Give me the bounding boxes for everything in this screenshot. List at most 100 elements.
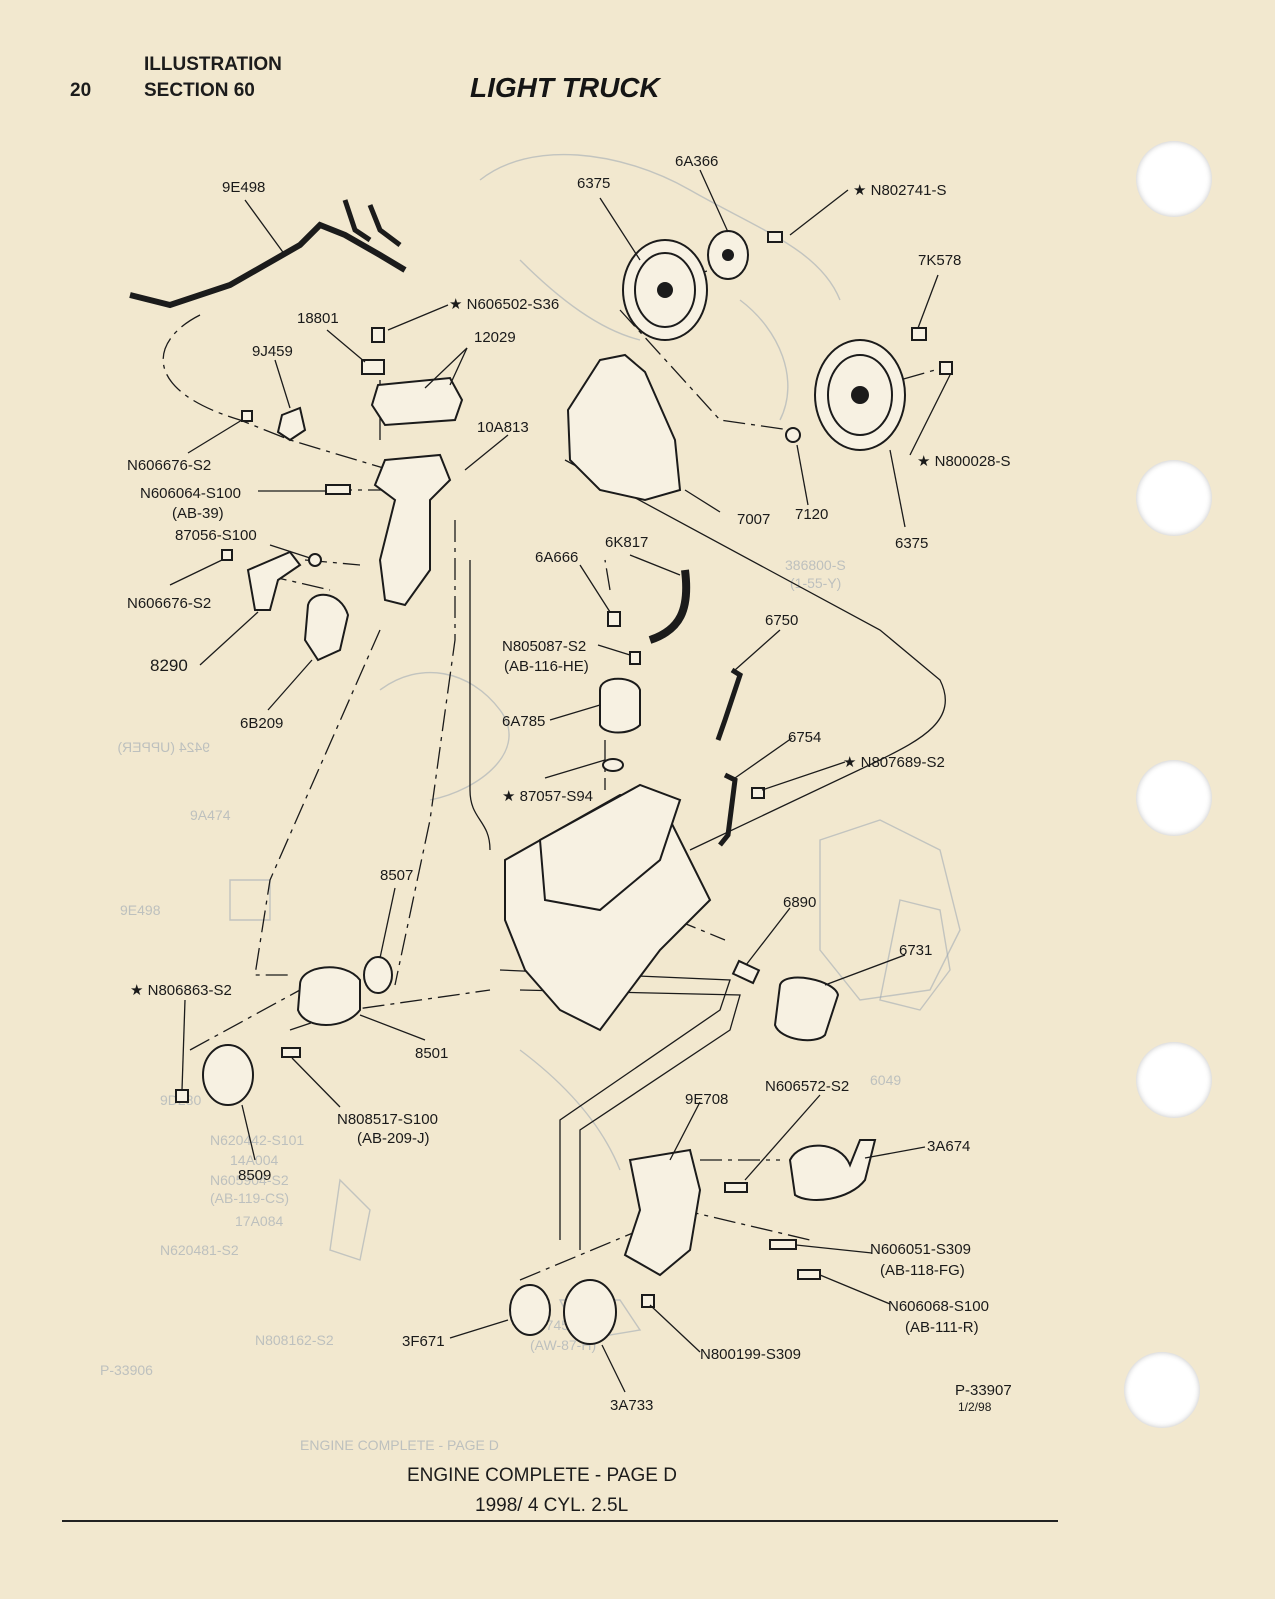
callout-N606064-sub: (AB-39) [172,505,224,522]
binder-hole [1136,760,1212,836]
dowel-7K578 [911,327,927,341]
svg-text:N620442-S101: N620442-S101 [210,1132,304,1148]
bolt-N807689 [751,787,765,799]
bolt-N606051 [769,1239,797,1250]
callout-N800028: ★ N800028-S [917,453,1011,470]
svg-text:P-33906: P-33906 [100,1362,153,1378]
callout-9J459: 9J459 [252,343,293,360]
section-label: SECTION 60 [144,80,255,101]
footer-rule [62,1520,1058,1522]
bolt-N806863 [175,1089,189,1103]
callout-6890: 6890 [783,894,816,911]
svg-text:ENGINE COMPLETE - PAGE D: ENGINE COMPLETE - PAGE D [300,1437,499,1453]
callout-6K817: 6K817 [605,534,648,551]
tube-6754 [718,772,738,847]
bolt-N800199 [641,1294,655,1308]
callout-N805087: N805087-S2 [502,638,586,655]
assembly-lines [162,259,946,1281]
bolt-N808517 [281,1047,301,1058]
svg-text:9424 (UPPER): 9424 (UPPER) [117,739,210,755]
callout-6A366: 6A366 [675,153,718,170]
fitting-6A666 [607,611,621,627]
cylinder-head [538,783,682,912]
bolt-N606676-lower [221,549,233,561]
callout-N807689: ★ N807689-S2 [843,754,945,771]
hose-6K817 [648,569,691,644]
binder-hole [1124,1352,1200,1428]
bracket-9E708 [623,1148,702,1277]
svg-text:N808162-S2: N808162-S2 [255,1332,334,1348]
svg-text:9E498: 9E498 [120,902,161,918]
bolt-N802741 [767,231,783,243]
binder-hole [1136,1042,1212,1118]
bolt-N606676-upper [241,410,253,422]
callout-N606051-sub: (AB-118-FG) [880,1262,965,1279]
plate-6A366 [707,230,749,280]
callout-10A813: 10A813 [477,419,529,436]
harness-9E498 [129,199,407,309]
bolt-N606572 [724,1182,748,1193]
callout-6754: 6754 [788,729,821,746]
callout-N808517: N808517-S100 [337,1111,438,1128]
callout-N606068: N606068-S100 [888,1298,989,1315]
leader-lines [169,169,951,1393]
pulley-8509 [202,1044,254,1106]
callout-3A733: 3A733 [610,1397,653,1414]
svg-text:14A004: 14A004 [230,1152,278,1168]
callout-7K578: 7K578 [918,252,961,269]
gasket-8507 [363,956,393,994]
seal-87057 [602,758,624,772]
callout-7120: 7120 [795,506,828,523]
page-title: LIGHT TRUCK [470,72,660,103]
tube-6750 [715,667,743,741]
bolt-N606068 [797,1269,821,1280]
callout-12029: 12029 [474,329,516,346]
svg-text:(1-55-Y): (1-55-Y) [790,575,841,591]
seal-87056 [308,553,322,567]
svg-text:17A084: 17A084 [235,1213,283,1229]
callout-6375-top: 6375 [577,175,610,192]
relay-block-12029 [370,376,464,427]
svg-text:386800-S: 386800-S [785,557,846,573]
idler-3F671 [509,1284,551,1336]
callout-3A674: 3A674 [927,1138,970,1155]
svg-text:6049: 6049 [870,1072,901,1088]
flywheel-6375-lower [814,339,906,451]
callout-6A785: 6A785 [502,713,545,730]
cover-6B209 [303,593,350,662]
callout-9E498: 9E498 [222,179,265,196]
callout-N606502: ★ N606502-S36 [449,296,559,313]
callout-8290: 8290 [150,656,188,675]
page-number: 20 [70,80,92,101]
pump-8501 [296,966,361,1026]
callout-8501: 8501 [415,1045,448,1062]
callout-8507: 8507 [380,867,413,884]
sensor-9J459 [276,406,307,442]
callout-6A666: 6A666 [535,549,578,566]
bracket-10A813 [373,453,452,607]
svg-text:9A474: 9A474 [190,807,231,823]
callout-labels: 9E498 6A366 6375 ★ N802741-S 7K578 ★ N60… [127,153,1012,1414]
callout-3F671: 3F671 [402,1333,445,1350]
svg-text:(AB-119-CS): (AB-119-CS) [210,1190,289,1206]
callout-N606676-b: N606676-S2 [127,595,211,612]
callout-N800199: N800199-S309 [700,1346,801,1363]
callout-8509: 8509 [238,1167,271,1184]
separator-6A785 [599,677,641,734]
bolt-N800028 [939,361,953,375]
filter-6731 [773,976,840,1042]
pump-3A674 [788,1139,877,1201]
callout-6750: 6750 [765,612,798,629]
callout-N606051: N606051-S309 [870,1241,971,1258]
plate-7007 [566,353,682,502]
footer-subcaption: 1998/ 4 CYL. 2.5L [475,1495,629,1516]
callout-18801: 18801 [297,310,339,327]
callout-N806863: ★ N806863-S2 [130,982,232,999]
svg-text:N605904-S2: N605904-S2 [210,1172,289,1188]
binder-hole [1136,460,1212,536]
callout-N606572: N606572-S2 [765,1078,849,1095]
callout-6375-bot: 6375 [895,535,928,552]
outlet-8290 [246,550,302,611]
bushing-7120 [785,427,801,443]
